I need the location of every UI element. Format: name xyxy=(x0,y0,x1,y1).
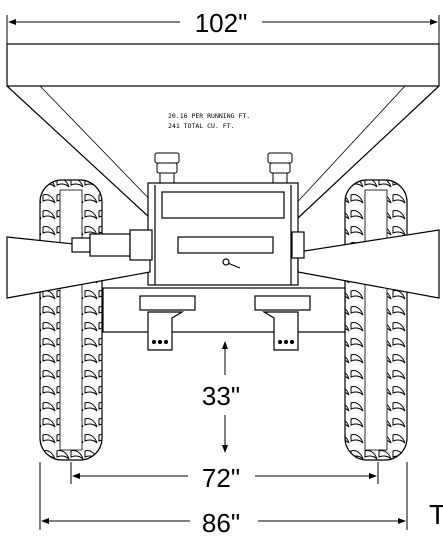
hopper-note-line-1: 20.16 PER RUNNING FT. xyxy=(168,112,250,120)
chassis-frame xyxy=(102,182,346,351)
clearance-height-label: 33" xyxy=(202,381,240,411)
left-tire xyxy=(39,179,103,461)
drive-shaft xyxy=(71,229,305,269)
hopper-note-line-2: 241 TOTAL CU. FT. xyxy=(168,122,235,130)
top-width-label: 102" xyxy=(195,8,248,38)
outer-track-dimension xyxy=(39,462,408,530)
hopper xyxy=(6,43,440,219)
right-tire xyxy=(344,179,408,461)
inner-track-label: 72" xyxy=(202,463,240,493)
tail-lights xyxy=(154,152,293,184)
inner-track-dimension xyxy=(70,462,379,484)
edge-glyph: T xyxy=(429,499,443,530)
outer-track-label: 86" xyxy=(202,508,240,538)
